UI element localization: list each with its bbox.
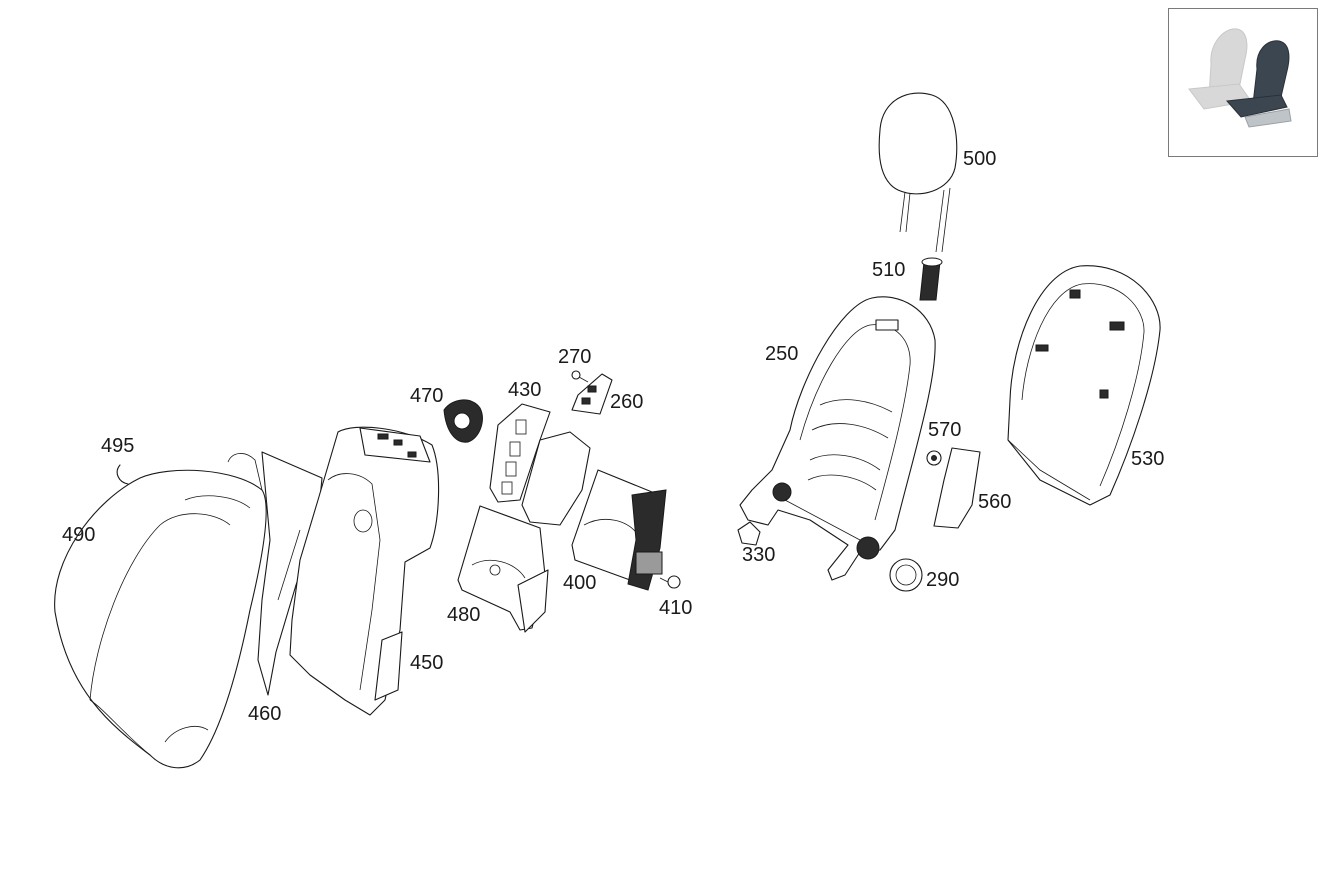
- part-260-control-unit[interactable]: [571, 373, 613, 415]
- callout-570[interactable]: 570: [928, 419, 961, 441]
- part-290-gear-ring[interactable]: [889, 558, 923, 592]
- callout-510[interactable]: 510: [872, 259, 905, 281]
- callout-330[interactable]: 330: [742, 544, 775, 566]
- part-270-screw[interactable]: [571, 370, 589, 383]
- part-560-side-panel[interactable]: [933, 447, 981, 529]
- callout-470[interactable]: 470: [410, 385, 443, 407]
- ghost-seat-icon: [1188, 28, 1252, 110]
- part-495-clip[interactable]: [116, 464, 129, 485]
- callout-290[interactable]: 290: [926, 569, 959, 591]
- part-510-headrest-guide[interactable]: [919, 257, 943, 301]
- part-530-rear-cover[interactable]: [1007, 265, 1161, 506]
- part-430-lumbar-pad[interactable]: [489, 403, 551, 503]
- part-480-back-panel[interactable]: [457, 505, 549, 633]
- callout-560[interactable]: 560: [978, 491, 1011, 513]
- part-570-grommet[interactable]: [926, 450, 942, 466]
- highlighted-seat-icon: [1225, 40, 1292, 128]
- part-490-backrest-cover[interactable]: [54, 453, 267, 769]
- callout-270[interactable]: 270: [558, 346, 591, 368]
- callout-260[interactable]: 260: [610, 391, 643, 413]
- callout-495[interactable]: 495: [101, 435, 134, 457]
- seat-position-icon: [1188, 28, 1292, 128]
- callout-530[interactable]: 530: [1131, 448, 1164, 470]
- part-470-motor[interactable]: [443, 399, 483, 443]
- part-330-bracket[interactable]: [737, 521, 761, 546]
- part-400-massage-unit[interactable]: [571, 469, 667, 591]
- part-450-backrest-shell[interactable]: [289, 426, 440, 716]
- callout-400[interactable]: 400: [563, 572, 596, 594]
- callout-430[interactable]: 430: [508, 379, 541, 401]
- callout-460[interactable]: 460: [248, 703, 281, 725]
- part-bladder-panel[interactable]: [521, 431, 591, 526]
- callout-450[interactable]: 450: [410, 652, 443, 674]
- callout-500[interactable]: 500: [963, 148, 996, 170]
- callout-480[interactable]: 480: [447, 604, 480, 626]
- seat-position-thumbnail[interactable]: [1168, 8, 1318, 157]
- part-410-bolt[interactable]: [659, 575, 681, 589]
- callout-250[interactable]: 250: [765, 343, 798, 365]
- callout-410[interactable]: 410: [659, 597, 692, 619]
- part-500-headrest[interactable]: [878, 92, 958, 253]
- callout-490[interactable]: 490: [62, 524, 95, 546]
- part-250-seat-frame[interactable]: [739, 296, 936, 581]
